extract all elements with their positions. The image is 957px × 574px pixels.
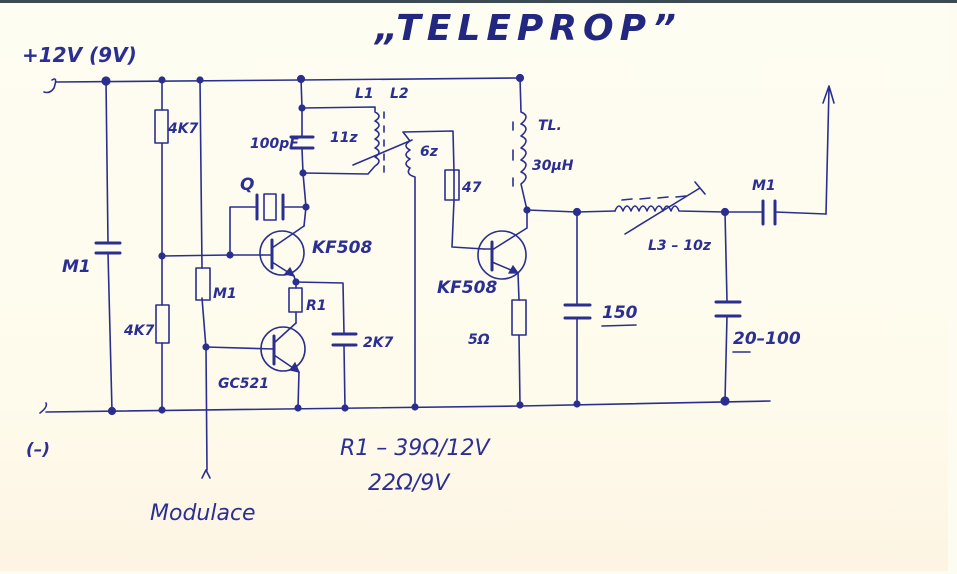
inductor-l1-turns: 11z bbox=[330, 130, 358, 146]
inductor-l2-label: L2 bbox=[390, 86, 409, 102]
inductor-l1-label: L1 bbox=[355, 86, 374, 102]
junction-dot bbox=[523, 206, 531, 214]
capacitor-supply-label: M1 bbox=[62, 257, 91, 277]
inductor-l3: L3 – 10z bbox=[614, 181, 726, 254]
resistor-emitter-pa-label: 5Ω bbox=[468, 332, 490, 348]
r1-note-line1: R1 – 39Ω/12V bbox=[340, 436, 491, 461]
resistor-emitter-pa: 5Ω bbox=[468, 272, 527, 406]
resistor-bias-bottom-label: 4K7 bbox=[123, 323, 155, 339]
modulation-input-icon bbox=[201, 469, 211, 479]
crystal-q-label: Q bbox=[240, 175, 254, 195]
diagram-title: „TELEPROP” bbox=[373, 8, 682, 49]
supply-positive-label: +12V (9V) bbox=[22, 43, 137, 67]
resistor-modulation: M1 Modulace bbox=[150, 79, 256, 526]
resistor-bias-bottom: 4K7 bbox=[123, 252, 170, 411]
transistor-oscillator: KF508 bbox=[259, 225, 372, 277]
capacitor-trimmer-label: 20–100 bbox=[733, 329, 801, 349]
underline bbox=[601, 324, 637, 327]
tank-capacitor-label: 100pF bbox=[250, 136, 299, 152]
resistor-modulation-label: M1 bbox=[213, 286, 237, 302]
photo-edge bbox=[0, 0, 957, 3]
transistor-pa: KF508 bbox=[437, 209, 528, 298]
modulation-label: Modulace bbox=[150, 501, 256, 526]
negative-rail bbox=[39, 396, 771, 416]
capacitor-filter: 150 bbox=[523, 206, 638, 405]
capacitor-output: M1 bbox=[720, 178, 827, 226]
inductor-l3-label: L3 – 10z bbox=[648, 238, 712, 254]
r1-note-line2: 22Ω/9V bbox=[368, 471, 451, 496]
inductor-l2-turns: 6z bbox=[420, 144, 439, 160]
inductor-l1: L1 11z bbox=[301, 86, 413, 175]
antenna-icon bbox=[822, 85, 835, 215]
resistor-base-pa: 47 bbox=[444, 169, 485, 250]
paper-sheet bbox=[0, 3, 948, 571]
choke-tl-value: 30μH bbox=[532, 158, 574, 174]
positive-terminal-icon bbox=[43, 78, 57, 94]
resistor-base-pa-label: 47 bbox=[461, 180, 482, 196]
resistor-bias-top: 4K7 bbox=[154, 79, 199, 256]
capacitor-filter-label: 150 bbox=[602, 303, 638, 323]
crystal-q: Q bbox=[229, 175, 310, 256]
transistor-oscillator-label: KF508 bbox=[312, 238, 372, 258]
resistor-r1-label: R1 bbox=[306, 298, 327, 314]
capacitor-output-label: M1 bbox=[752, 178, 776, 194]
choke-tl-label: TL. bbox=[538, 118, 562, 134]
choke-tl: TL. 30μH bbox=[512, 77, 574, 211]
inductor-l2: L2 6z bbox=[390, 86, 455, 408]
capacitor-supply: M1 bbox=[62, 80, 122, 412]
capacitor-emitter-label: 2K7 bbox=[363, 335, 394, 351]
transistor-modulator: GC521 bbox=[205, 322, 306, 409]
transistor-pa-label: KF508 bbox=[437, 278, 497, 298]
resistor-r1: R1 bbox=[288, 275, 327, 324]
supply-negative-label: (–) bbox=[26, 440, 50, 460]
resistor-bias-top-label: 4K7 bbox=[167, 121, 199, 137]
positive-rail bbox=[43, 73, 525, 94]
capacitor-emitter: 2K7 bbox=[295, 281, 394, 409]
transistor-modulator-label: GC521 bbox=[218, 376, 269, 392]
capacitor-trimmer: 20–100 bbox=[714, 211, 801, 402]
